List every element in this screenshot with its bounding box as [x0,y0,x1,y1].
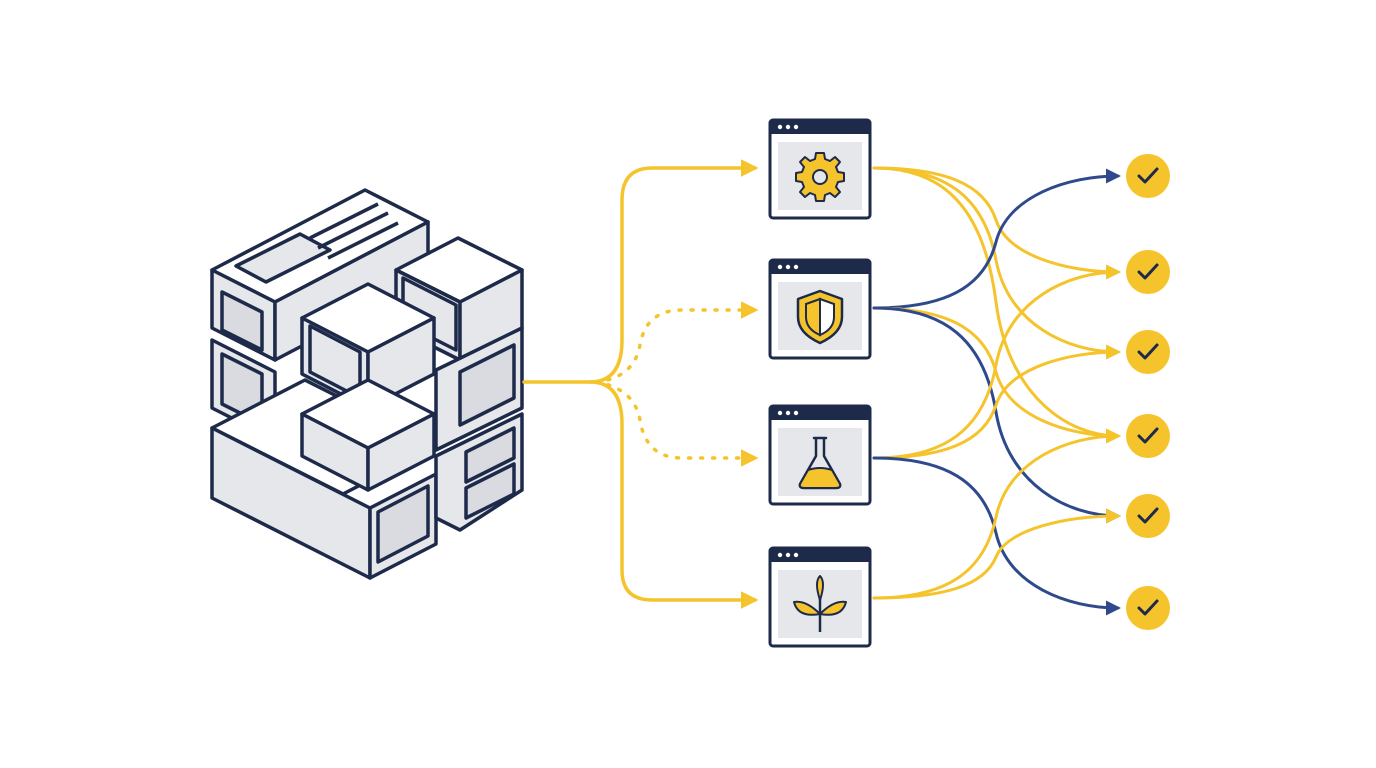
branch-dotted-2 [594,301,759,384]
link-yellow-3 [872,166,1121,360]
checkmark-icon [1126,330,1170,374]
check-nodes [1126,154,1170,630]
link-yellow-2 [872,166,1121,444]
outcome-links [872,166,1121,616]
branch-solid-top [588,159,759,384]
branch-solid-bottom [588,380,759,609]
checkmark-icon [1126,494,1170,538]
shield-icon [796,289,844,345]
right-lower-block [434,412,524,532]
checkmark-icon [1126,586,1170,630]
branch-dotted-3 [594,380,759,467]
checkmark-icon [1126,414,1170,458]
link-blue-4 [872,168,1121,310]
module-window-shield[interactable] [768,258,872,360]
link-yellow-11 [872,508,1121,600]
module-window-gear[interactable] [768,118,872,220]
right-middle-block [434,326,524,452]
bottom-slab-block [210,378,438,580]
link-yellow-8 [872,264,1121,460]
link-blue-9 [872,456,1121,616]
flask-icon [798,436,842,490]
checkmark-icon [1126,250,1170,294]
isometric-block-stack-icon [210,188,524,580]
gear-icon [795,152,845,202]
checkmark-icon [1126,154,1170,198]
module-window-flask[interactable] [768,404,872,506]
link-blue-6 [872,306,1121,524]
module-windows [768,118,872,648]
link-yellow-7 [872,344,1121,460]
module-window-sprout[interactable] [768,546,872,648]
front-lower-cube [300,378,436,492]
branch-connectors [522,159,759,609]
link-yellow-1 [872,166,1121,280]
sprout-icon [793,575,847,632]
link-yellow-10 [872,428,1121,600]
